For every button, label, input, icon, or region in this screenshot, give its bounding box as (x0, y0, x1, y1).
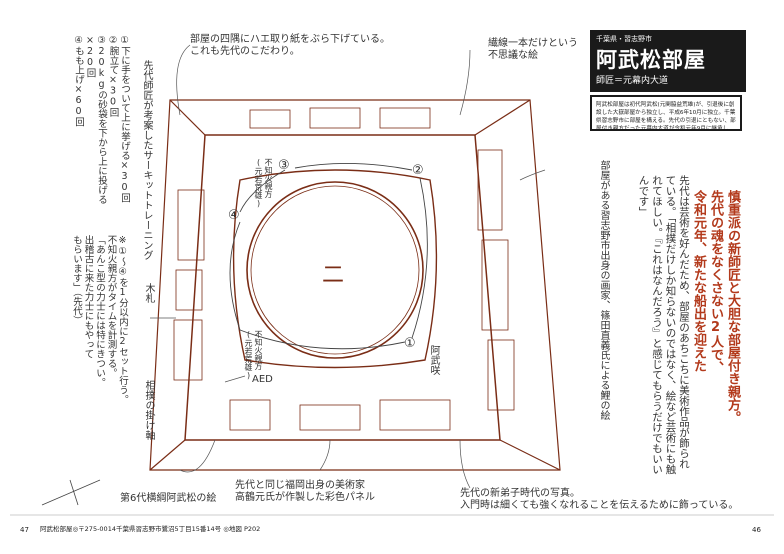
circuit-path-4-1 (229, 221, 406, 350)
master-label: 師匠＝元幕内大道 (596, 76, 669, 86)
address-footer: 阿武松部屋◎〒275-0014千葉県習志野市鷺沼5丁目15番14号 ◎地図 P2… (40, 525, 261, 533)
circuit-path-2-1 (411, 177, 428, 339)
step-1-marker: ① (404, 336, 416, 351)
painter-note: 部屋がある習志野市出身の画家、篠田直義氏による鯉の絵 (598, 160, 609, 420)
tattoo-picture-label: 第6代横綱阿武松の絵 (120, 493, 217, 504)
dohyo-ring (246, 181, 424, 359)
page-number-right: 46 (752, 526, 761, 534)
circuit-path-3-2 (294, 163, 413, 171)
sensei-quote: 先代は芸術を好んだため、部屋のあちこちに美術作品が飾られている。「相撲だけしか知… (637, 175, 691, 475)
circuit-rule-note: ※①〜④を1分以内に2セット行う。 不知火親方がタイムを計測する。 「あんこ型の… (71, 235, 128, 404)
stable-name: 阿武松部屋 (596, 48, 706, 72)
prefecture-label: 千葉県・習志野市 (596, 35, 652, 43)
photos-label: 先代の新弟子時代の写真。 入門時は細くても強くなれることを伝えるために飾っている… (460, 488, 739, 511)
oyakata-c-label: 不知火親方 (元若荒雄) (244, 330, 263, 380)
oyakata-b-label: 不知火親方 (元若荒雄) (254, 158, 273, 208)
stable-title-box: 千葉県・習志野市 阿武松部屋 師匠＝元幕内大道 (590, 30, 746, 92)
oyakata-a-label: 阿武咲 (428, 345, 439, 375)
scroll-label: 相撲の掛け軸 (143, 380, 154, 440)
lacquer-panel-label: 先代と同じ福岡出身の美術家 高鶴元氏が作製した彩色パネル (235, 480, 375, 503)
headline: 慎重派の新師匠と大胆な部屋付き親方。 先代の魂をなくさない2人で、 令和元年、新… (691, 190, 740, 424)
step-2-marker: ② (412, 163, 424, 178)
training-steps: ①下に手をついて上に挙げる×30回 ②腕立て×30回 ③20kgの砂袋を下から上… (73, 35, 130, 204)
ceiling-tape-note: 部屋の四隅にハエ取り紙をぶら下げている。 これも先代のこだわり。 (190, 34, 390, 57)
circuit-path-3-4 (239, 169, 286, 213)
step-3-marker: ③ (278, 158, 290, 173)
circuit-training-note: 先代師匠が考案したサーキットトレーニング (141, 60, 152, 260)
wood-tag-label: 木札 (143, 283, 154, 303)
line-painting-note: 繊線一本だけという 不思議な絵 (488, 38, 578, 61)
dohyo-outer (232, 169, 438, 369)
aed-label: AED (252, 374, 273, 385)
stable-description: 阿武松部屋は初代阿武松(元関脇益荒雄)が、引退後に創設した大嶽部屋から独立し、平… (590, 95, 742, 131)
dohyo-mark: 二 (322, 263, 345, 288)
step-4-marker: ④ (228, 208, 240, 223)
compass-mark (41, 479, 101, 506)
page-number-left: 47 (20, 526, 29, 534)
